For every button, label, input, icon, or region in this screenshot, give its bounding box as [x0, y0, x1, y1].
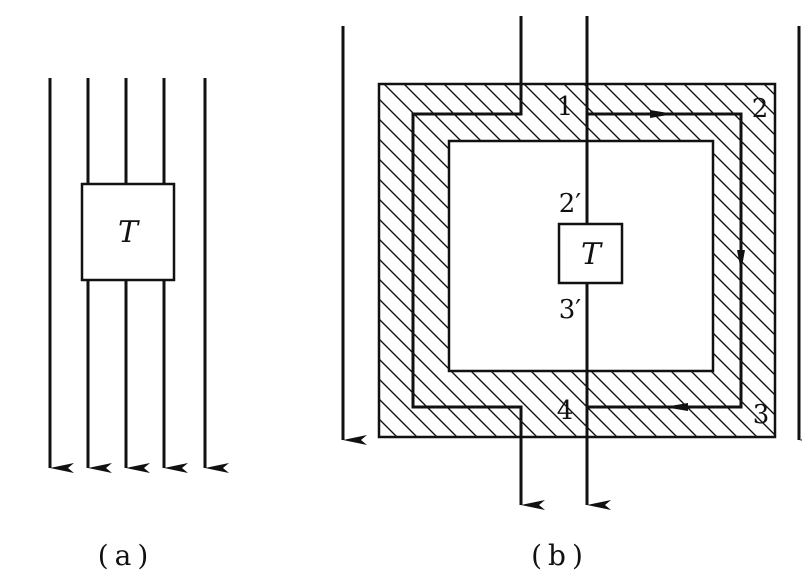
panel-b: [341, 16, 802, 510]
test-body-box-b: [557, 222, 624, 285]
point-label-2: 2: [752, 94, 769, 124]
shield-shell: [377, 82, 777, 439]
test-body-box-a: [80, 182, 176, 282]
point-label-1: 1: [557, 92, 574, 122]
panel-a: [48, 78, 229, 473]
box-label-b: T: [581, 237, 603, 272]
caption-a: (a): [98, 539, 155, 572]
loop-arrow-right: [737, 250, 745, 272]
point-label-4: 4: [557, 396, 574, 426]
caption-b: (b): [531, 539, 589, 572]
loop-arrow-bottom: [664, 403, 688, 411]
point-label-3: 3: [753, 400, 770, 430]
box-label-a: T: [118, 215, 140, 250]
shell-flux-path: [411, 16, 545, 510]
loop-arrow-top: [650, 110, 674, 118]
point-label-2-prime: 2′: [559, 189, 582, 219]
point-label-3-prime: 3′: [559, 295, 582, 325]
